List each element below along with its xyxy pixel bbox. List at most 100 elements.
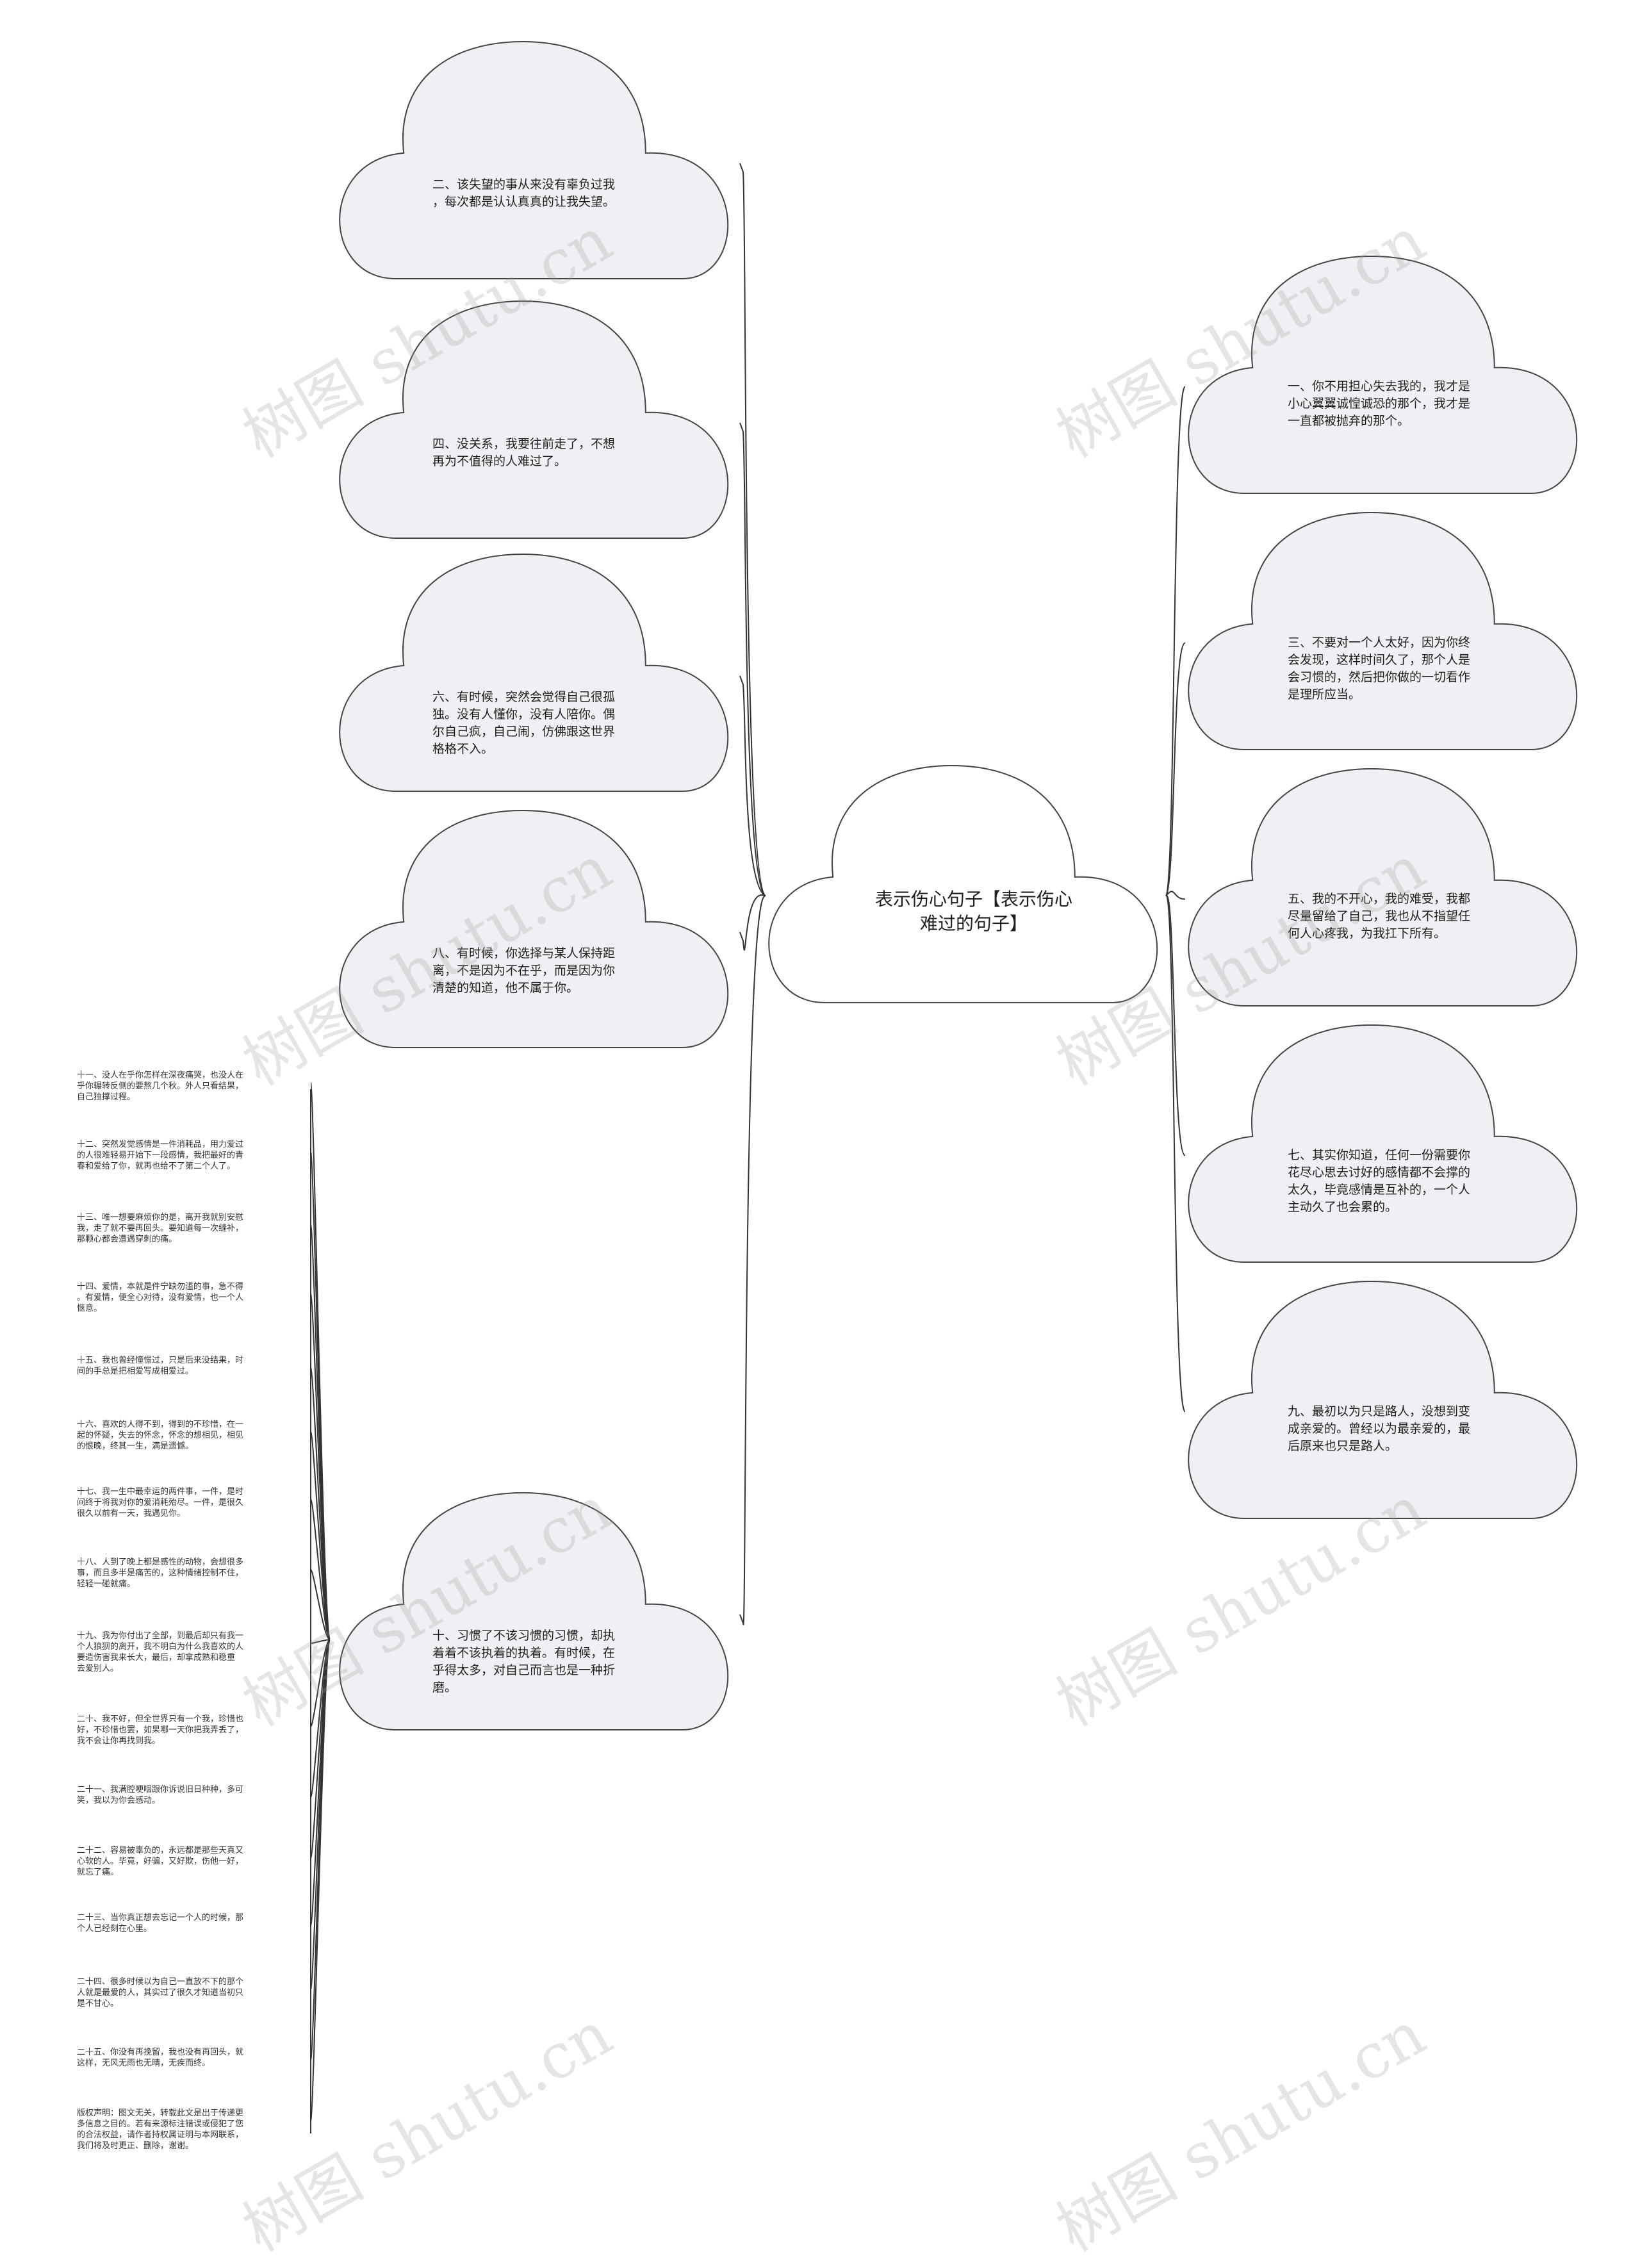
right-node-text-1-line: 小心翼翼诚惶诚恐的那个，我才是	[1288, 397, 1471, 411]
left-node-text-3-line: 尔自己疯，自己闹，仿佛跟这世界	[432, 725, 616, 739]
leaf-item-5: 十五、我也曾经憧憬过，只是后来没结果，时间的手总是把相爱写成相爱过。	[77, 1355, 295, 1377]
leaf-item-6-line: 起的怀疑，失去的怀念，怀念的想相见，相见	[77, 1431, 244, 1440]
leaf-item-8-line: 事，而且多半是痛苦的，这种情绪控制不住，	[77, 1568, 244, 1578]
left-node-text-4: 八、有时候，你选择与某人保持距离，不是因为不在乎，而是因为你清楚的知道，他不属于…	[432, 945, 650, 997]
leaf-item-16: 版权声明：图文无关，转载此文是出于传递更多信息之目的。若有来源标注错误或侵犯了您…	[77, 2108, 295, 2151]
edge-left-2	[739, 422, 766, 897]
left-node-text-2: 四、没关系，我要往前走了，不想再为不值得的人难过了。	[432, 436, 650, 470]
center-title-line: 难过的句子】	[919, 913, 1028, 934]
left-node-text-2-line: 再为不值得的人难过了。	[432, 454, 567, 468]
right-node-text-5: 九、最初以为只是路人，没想到变成亲爱的。曾经以为最亲爱的，最后原来也只是路人。	[1288, 1403, 1505, 1455]
left-node-text-1: 二、该失望的事从来没有辜负过我 ，每次都是认认真真的让我失望。	[432, 176, 650, 211]
left-node-text-4-line: 离，不是因为不在乎，而是因为你	[432, 964, 616, 978]
left-node-text-3-line: 格格不入。	[432, 742, 494, 756]
left-node-text-4-line: 清楚的知道，他不属于你。	[432, 981, 579, 995]
left-node-text-5: 十、习惯了不该习惯的习惯，却执着着不该执着的执着。有时候，在乎得太多，对自己而言…	[432, 1627, 650, 1697]
right-node-text-1-line: 一、你不用担心失去我的，我才是	[1288, 379, 1471, 393]
right-cloud-1[interactable]	[1188, 255, 1578, 494]
right-node-text-3: 五、我的不开心，我的难受，我都尽量留给了自己，我也从不指望任何人心疼我，为我扛下…	[1288, 891, 1505, 942]
leaf-item-15-line: 二十五、你没有再挽留，我也没有再回头，就	[77, 2048, 244, 2057]
edge-right-5	[1165, 895, 1186, 1413]
leaf-item-12-line: 就忘了痛。	[77, 1868, 119, 1877]
leaf-item-2-line: 十二、突然发觉感情是一件消耗品，用力爱过	[77, 1140, 244, 1149]
leaf-item-14-line: 二十四、很多时候以为自己一直放不下的那个	[77, 1977, 244, 1987]
right-cloud-2[interactable]	[1188, 511, 1578, 750]
leaf-item-14: 二十四、很多时候以为自己一直放不下的那个人就是最爱的人，其实过了很久才知道当初只…	[77, 1976, 295, 2009]
right-node-text-1: 一、你不用担心失去我的，我才是小心翼翼诚惶诚恐的那个，我才是一直都被抛弃的那个。	[1288, 378, 1505, 430]
leaf-item-12: 二十二、容易被辜负的，永远都是那些天真又心软的人。毕竟，好骗，又好欺，伤他一好，…	[77, 1845, 295, 1878]
left-cloud-4[interactable]	[339, 809, 729, 1048]
left-node-text-5-line: 着着不该执着的执着。有时候，在	[432, 1646, 616, 1660]
leaf-item-12-line: 心软的人。毕竟，好骗，又好欺，伤他一好，	[77, 1857, 244, 1866]
connector-lines	[310, 163, 1186, 2133]
right-node-text-3-line: 尽量留给了自己，我也从不指望任	[1288, 909, 1471, 923]
left-cloud-5[interactable]	[339, 1491, 729, 1730]
leaf-item-3-line: 我，走了就不要再回头。要知道每一次缝补，	[77, 1224, 244, 1233]
center-title-line: 表示伤心句子【表示伤心	[874, 889, 1072, 910]
leaf-item-13: 二十三、当你真正想去忘记一个人的时候，那个人已经刻在心里。	[77, 1912, 295, 1934]
leaf-item-7-line: 十七、我一生中最幸运的两件事，一件，是时	[77, 1487, 244, 1497]
leaf-item-8-line: 十八、人到了晚上都是感性的动物，会想很多	[77, 1557, 244, 1567]
leaf-item-6-line: 十六、喜欢的人得不到，得到的不珍惜，在一	[77, 1420, 244, 1429]
leaf-item-4-line: 十四、爱情，本就是件宁缺勿滥的事，急不得	[77, 1282, 244, 1292]
center-title: 表示伤心句子【表示伤心难过的句子】	[852, 887, 1095, 936]
leaf-item-14-line: 是不甘心。	[77, 1999, 119, 2009]
left-node-text-5-line: 十、习惯了不该习惯的习惯，却执	[432, 1629, 616, 1643]
edge-right-3	[1165, 891, 1186, 900]
right-node-text-4-line: 太久，毕竟感情是互补的，一个人	[1288, 1183, 1471, 1197]
right-cloud-5[interactable]	[1188, 1280, 1578, 1519]
leaf-item-3: 十三、唯一想要麻烦你的是，离开我就别安慰我，走了就不要再回头。要知道每一次缝补，…	[77, 1212, 295, 1245]
left-node-text-3-line: 六、有时候，突然会觉得自己很孤	[432, 690, 616, 704]
right-node-text-2-line: 是理所应当。	[1288, 687, 1361, 702]
leaf-item-5-line: 间的手总是把相爱写成相爱过。	[77, 1367, 194, 1376]
center-cloud[interactable]	[768, 764, 1158, 1003]
left-cloud-2[interactable]	[339, 300, 729, 539]
right-node-text-5-line: 后原来也只是路人。	[1288, 1439, 1398, 1453]
leaf-item-13-line: 个人已经刻在心里。	[77, 1924, 152, 1934]
leaf-item-10-line: 二十、我不好，但全世界只有一个我，珍惜也	[77, 1714, 244, 1724]
right-cloud-4[interactable]	[1188, 1024, 1578, 1263]
edge-left-5	[739, 895, 766, 1625]
edge-leaf-9	[310, 1639, 331, 1644]
right-node-text-5-line: 成亲爱的。曾经以为最亲爱的，最	[1288, 1422, 1471, 1436]
leaf-item-16-line: 我们将及时更正、删除，谢谢。	[77, 2141, 194, 2151]
left-node-text-1-line: 二、该失望的事从来没有辜负过我	[432, 177, 616, 192]
left-node-text-5-line: 磨。	[432, 1680, 457, 1695]
leaf-item-11-line: 笑，我以为你会感动。	[77, 1796, 161, 1805]
leaf-item-4: 十四、爱情，本就是件宁缺勿滥的事，急不得。有爱情，便全心对待，没有爱情，也一个人…	[77, 1281, 295, 1314]
leaf-item-13-line: 二十三、当你真正想去忘记一个人的时候，那	[77, 1913, 244, 1923]
leaf-item-5-line: 十五、我也曾经憧憬过，只是后来没结果，时	[77, 1356, 244, 1365]
edge-leaf-8	[310, 1569, 331, 1641]
leaf-item-11-line: 二十一、我满腔哽咽跟你诉说旧日种种，多可	[77, 1785, 244, 1795]
edge-leaf-6	[310, 1431, 331, 1641]
leaf-item-6: 十六、喜欢的人得不到，得到的不珍惜，在一起的怀疑，失去的怀念，怀念的想相见，相见…	[77, 1419, 295, 1452]
leaf-item-9-line: 要造伤害我来长大，最后，却拿成熟和稳重	[77, 1653, 236, 1663]
right-node-text-3-line: 何人心疼我，为我扛下所有。	[1288, 926, 1447, 941]
right-node-text-2-line: 三、不要对一个人太好，因为你终	[1288, 636, 1471, 650]
leaf-item-1: 十一、没人在乎你怎样在深夜痛哭，也没人在乎你辗转反侧的要熬几个秋。外人只看结果，…	[77, 1070, 295, 1103]
leaf-item-2-line: 的人很难轻易开始下一段感情，我把最好的青	[77, 1151, 244, 1160]
right-cloud-3[interactable]	[1188, 768, 1578, 1007]
edge-left-4	[739, 894, 766, 951]
edge-right-2	[1165, 642, 1186, 897]
leaf-item-12-line: 二十二、容易被辜负的，永远都是那些天真又	[77, 1846, 244, 1855]
leaf-item-2-line: 春和爱给了你，就再也给不了第二个人了。	[77, 1162, 236, 1171]
leaf-item-7-line: 很久以前有一天，我遇见你。	[77, 1509, 186, 1518]
leaf-item-1-line: 自己独撑过程。	[77, 1092, 136, 1102]
left-node-text-1-line: ，每次都是认认真真的让我失望。	[432, 195, 616, 209]
cloud-nodes	[339, 40, 1578, 1730]
left-cloud-3[interactable]	[339, 553, 729, 792]
leaf-item-10-line: 我不会让你再找到我。	[77, 1736, 161, 1746]
leaf-item-2: 十二、突然发觉感情是一件消耗品，用力爱过的人很难轻易开始下一段感情，我把最好的青…	[77, 1139, 295, 1172]
edge-leaf-16	[310, 1639, 331, 2121]
leaf-item-15: 二十五、你没有再挽留，我也没有再回头，就这样，无风无雨也无晴，无疾而终。	[77, 2047, 295, 2069]
leaf-item-3-line: 十三、唯一想要麻烦你的是，离开我就别安慰	[77, 1213, 244, 1222]
right-node-text-2-line: 会习惯的，然后把你做的一切看作	[1288, 670, 1471, 684]
right-node-text-4-line: 七、其实你知道，任何一份需要你	[1288, 1148, 1471, 1162]
left-cloud-1[interactable]	[339, 40, 729, 279]
edge-left-1	[739, 163, 766, 897]
leaf-item-6-line: 的恨晚，终其一生，满是遗憾。	[77, 1442, 194, 1451]
leaf-item-10-line: 好，不珍惜也罢，如果哪一天你把我弄丢了，	[77, 1725, 244, 1735]
leaf-item-1-line: 乎你辗转反侧的要熬几个秋。外人只看结果，	[77, 1081, 244, 1091]
right-node-text-4-line: 花尽心思去讨好的感情都不会撑的	[1288, 1165, 1471, 1179]
